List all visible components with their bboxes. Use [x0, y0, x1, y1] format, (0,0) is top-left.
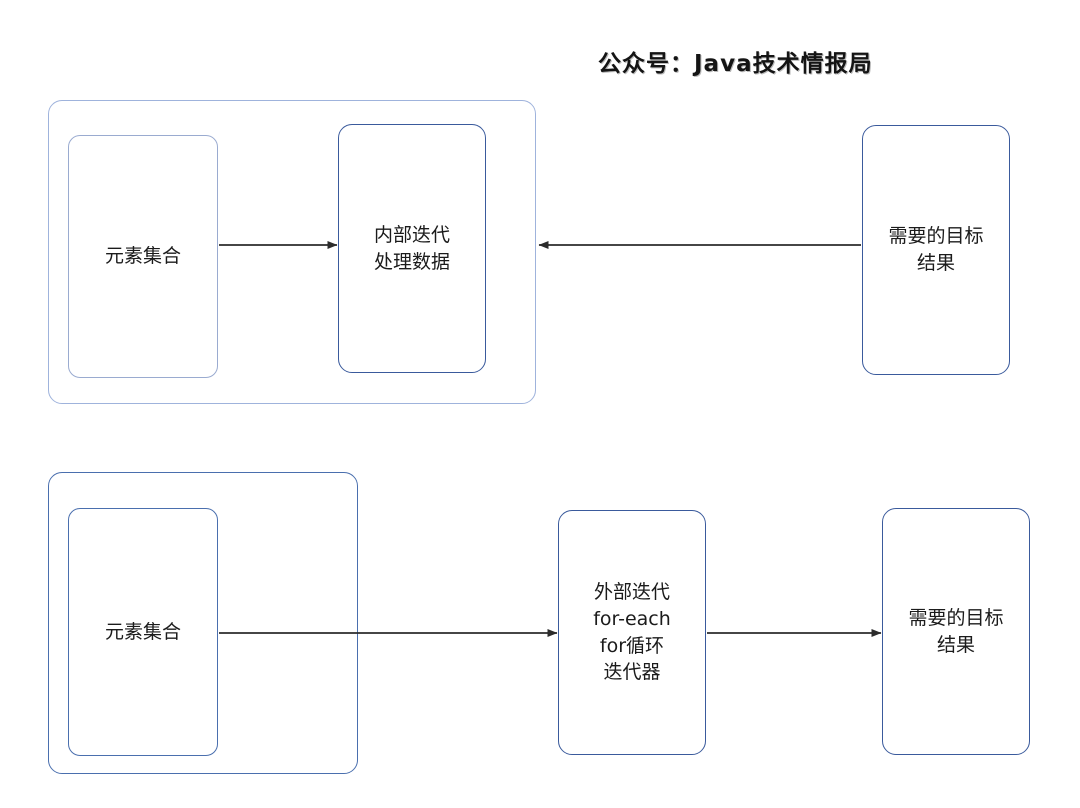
node-target-result-row2-label: 需要的目标 结果 [908, 606, 1004, 656]
node-internal-iteration-label: 内部迭代 处理数据 [373, 223, 450, 273]
node-external-iteration-label: 外部迭代 for-each for循环 迭代器 [593, 580, 671, 684]
node-collection-row2-label: 元素集合 [104, 620, 181, 643]
node-target-result-row2[interactable]: 需要的目标 结果 [882, 508, 1030, 755]
node-collection-row1-label: 元素集合 [104, 245, 181, 268]
node-collection-row2[interactable]: 元素集合 [68, 508, 218, 756]
node-external-iteration[interactable]: 外部迭代 for-each for循环 迭代器 [558, 510, 706, 755]
watermark-title: 公众号：Java技术情报局 [598, 51, 873, 77]
node-collection-row1[interactable]: 元素集合 [68, 135, 218, 378]
node-target-result-row1-label: 需要的目标 结果 [888, 225, 984, 274]
node-target-result-row1[interactable]: 需要的目标 结果 [862, 125, 1010, 375]
node-internal-iteration[interactable]: 内部迭代 处理数据 [338, 124, 486, 373]
